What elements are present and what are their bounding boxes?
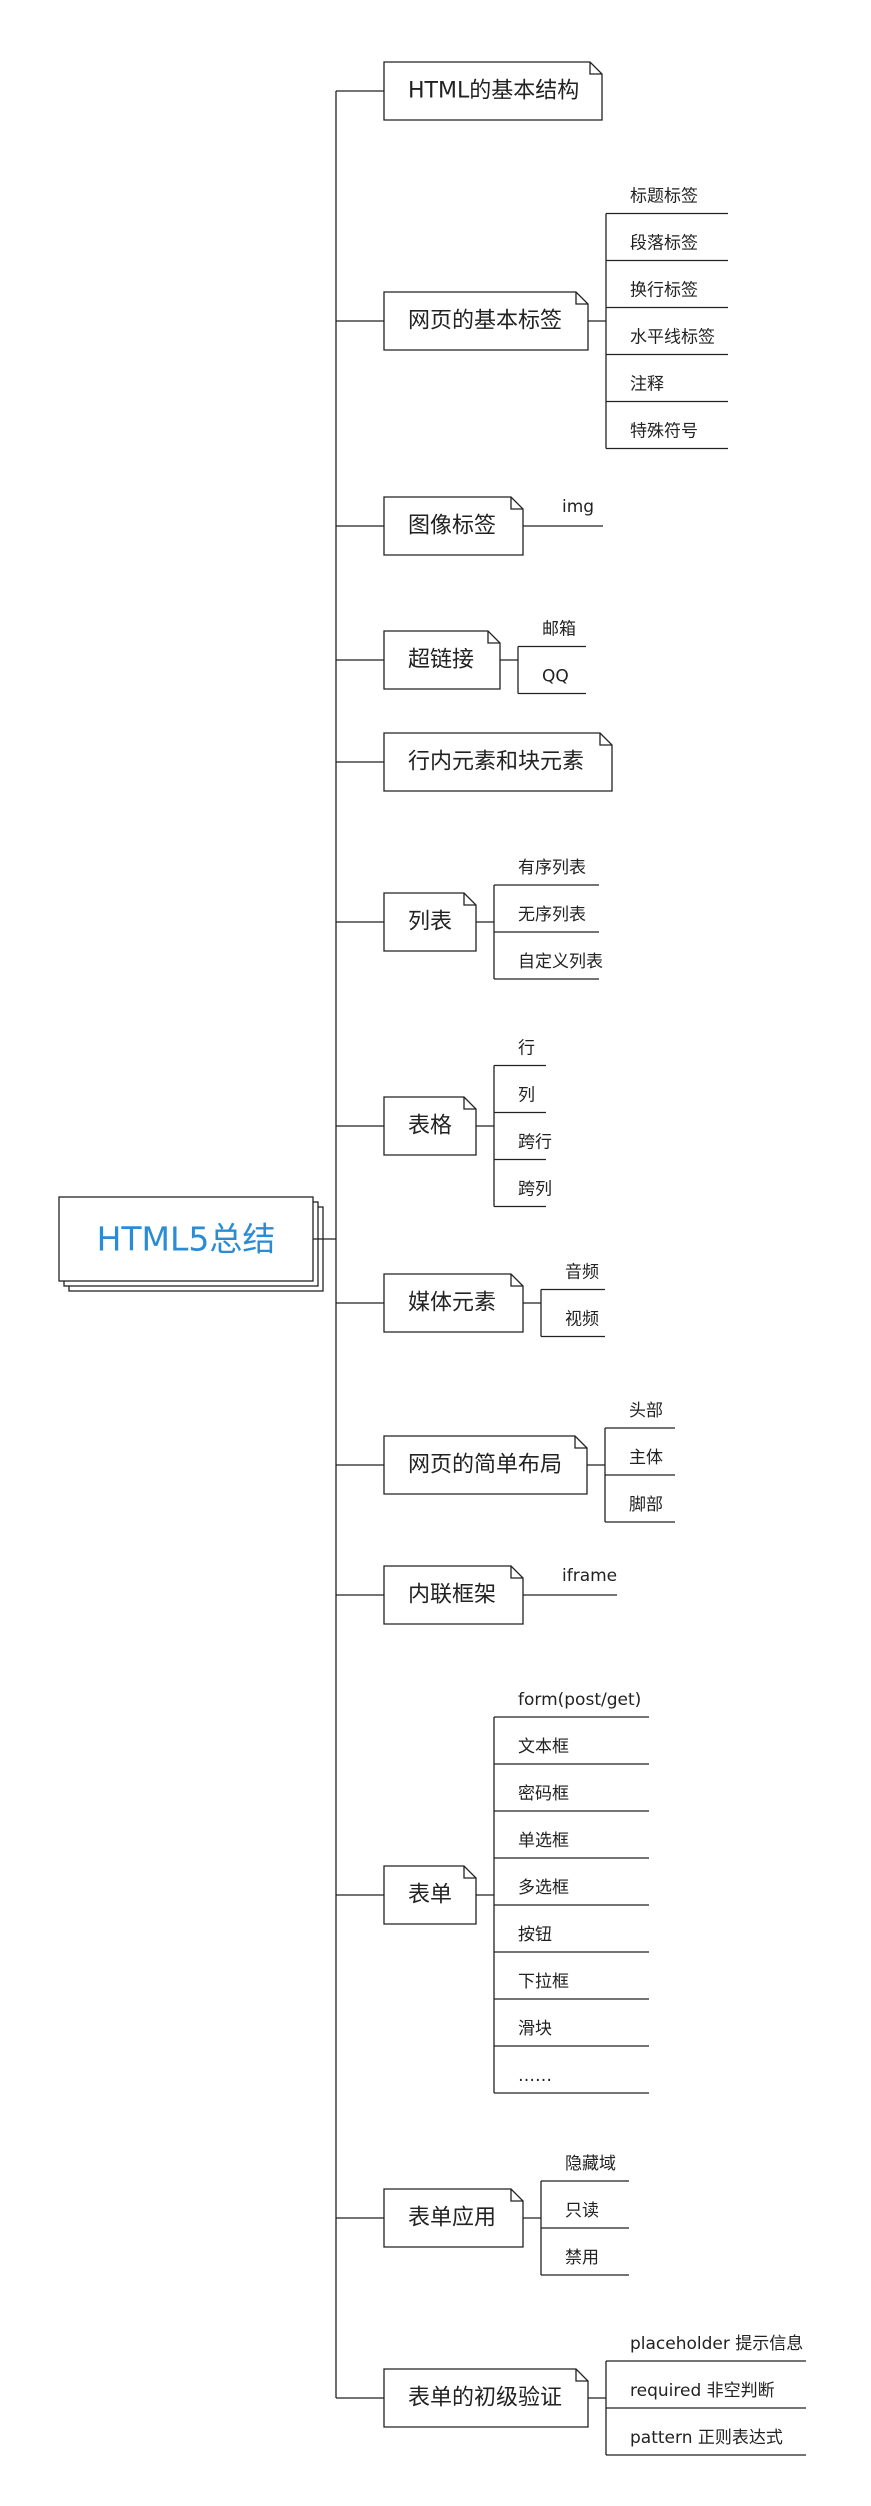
leaf-label: 有序列表 [518, 858, 586, 878]
topic-label: 超链接 [408, 648, 474, 673]
leaf-label: 标题标签 [630, 187, 698, 207]
topic-label: 媒体元素 [408, 1291, 496, 1316]
topic-label: 列表 [408, 910, 452, 935]
leaf-label: 跨列 [518, 1180, 552, 1200]
leaf-label: 密码框 [518, 1784, 569, 1804]
leaf-label: 列 [518, 1086, 535, 1106]
topic-box-fold [463, 1097, 476, 1110]
main-connector-lines [313, 90, 384, 2399]
leaf-label: 头部 [629, 1401, 663, 1421]
topic-box [383, 61, 603, 121]
topic-node[interactable]: 行内元素和块元素 [383, 732, 613, 792]
leaf-label: pattern 正则表达式 [630, 2428, 783, 2448]
topic-label: 网页的基本标签 [408, 309, 562, 334]
leaf-label: 换行标签 [630, 281, 698, 301]
leaf-label: …… [518, 2066, 552, 2086]
topic-box [383, 1273, 524, 1333]
leaf-label: 主体 [629, 1448, 663, 1468]
leaf-label: 滑块 [518, 2019, 552, 2039]
topic-box-fold [575, 2369, 588, 2382]
leaf-label: 水平线标签 [630, 328, 715, 348]
leaf-label: 单选框 [518, 1831, 569, 1851]
leaf-label: 按钮 [518, 1925, 552, 1945]
topic-box-fold [510, 2189, 523, 2202]
topic-box [383, 1435, 588, 1495]
topic-box [383, 892, 477, 952]
topic-box [383, 2368, 589, 2428]
leaf-label: 视频 [565, 1310, 599, 1330]
topic-node[interactable]: 图像标签 img [383, 496, 603, 556]
topic-box [383, 732, 613, 792]
leaf-label: 只读 [565, 2201, 599, 2221]
root-node[interactable]: HTML5总结 [58, 1196, 324, 1292]
topic-box-fold [575, 292, 588, 305]
topic-box [383, 630, 501, 690]
topic-box-fold [510, 497, 523, 510]
topic-label: 行内元素和块元素 [408, 750, 584, 775]
leaf-label: 邮箱 [542, 620, 576, 640]
leaf-label: iframe [562, 1566, 617, 1586]
topic-node[interactable]: 表单的初级验证 placeholder 提示信息 required 非空判断 patt… [383, 2334, 806, 2456]
topic-box-fold [599, 733, 612, 746]
topic-box [383, 1865, 477, 1925]
topic-label: 表格 [408, 1114, 452, 1139]
leaf-label: 禁用 [565, 2248, 599, 2268]
topic-box-fold [510, 1274, 523, 1287]
topic-label: HTML的基本结构 [408, 79, 579, 104]
leaf-label: 文本框 [518, 1737, 569, 1757]
topic-label: 表单 [408, 1883, 452, 1908]
topic-box [383, 1565, 524, 1625]
topic-node[interactable]: HTML的基本结构 [383, 61, 603, 121]
leaf-label: 行 [518, 1039, 535, 1059]
topic-node[interactable]: 内联框架 iframe [383, 1565, 617, 1625]
leaf-label: 特殊符号 [630, 422, 698, 442]
topic-label: 表单应用 [408, 2206, 496, 2231]
topic-box-fold [463, 893, 476, 906]
leaf-label: 段落标签 [630, 234, 698, 254]
leaf-label: 隐藏域 [565, 2154, 616, 2174]
topic-node[interactable]: 超链接 邮箱 QQ [383, 620, 586, 695]
leaf-label: 无序列表 [518, 905, 586, 925]
leaf-label: form(post/get) [518, 1690, 641, 1710]
topic-box-fold [589, 62, 602, 75]
topic-box-fold [487, 631, 500, 644]
topic-box [383, 1096, 477, 1156]
topic-label: 图像标签 [408, 514, 496, 539]
leaf-label: 自定义列表 [518, 952, 603, 972]
leaf-label: 跨行 [518, 1133, 552, 1153]
leaf-label: required 非空判断 [630, 2381, 775, 2401]
leaf-label: 音频 [565, 1263, 599, 1283]
topic-label: 内联框架 [408, 1583, 496, 1608]
topic-label: 表单的初级验证 [408, 2386, 562, 2411]
topic-box-fold [574, 1436, 587, 1449]
leaf-label: 多选框 [518, 1878, 569, 1898]
leaf-label: 下拉框 [518, 1972, 569, 1992]
topic-label: 网页的简单布局 [408, 1453, 562, 1478]
leaf-label: placeholder 提示信息 [630, 2334, 803, 2354]
leaf-label: 注释 [630, 375, 664, 395]
leaf-label: QQ [542, 667, 569, 687]
root-label: HTML5总结 [97, 1220, 276, 1259]
topic-box-fold [510, 1566, 523, 1579]
leaf-label: img [562, 497, 594, 517]
leaf-label: 脚部 [629, 1495, 663, 1515]
topic-box-fold [463, 1866, 476, 1879]
topic-box [383, 496, 524, 556]
topic-box [383, 2188, 524, 2248]
topic-box [383, 291, 589, 351]
